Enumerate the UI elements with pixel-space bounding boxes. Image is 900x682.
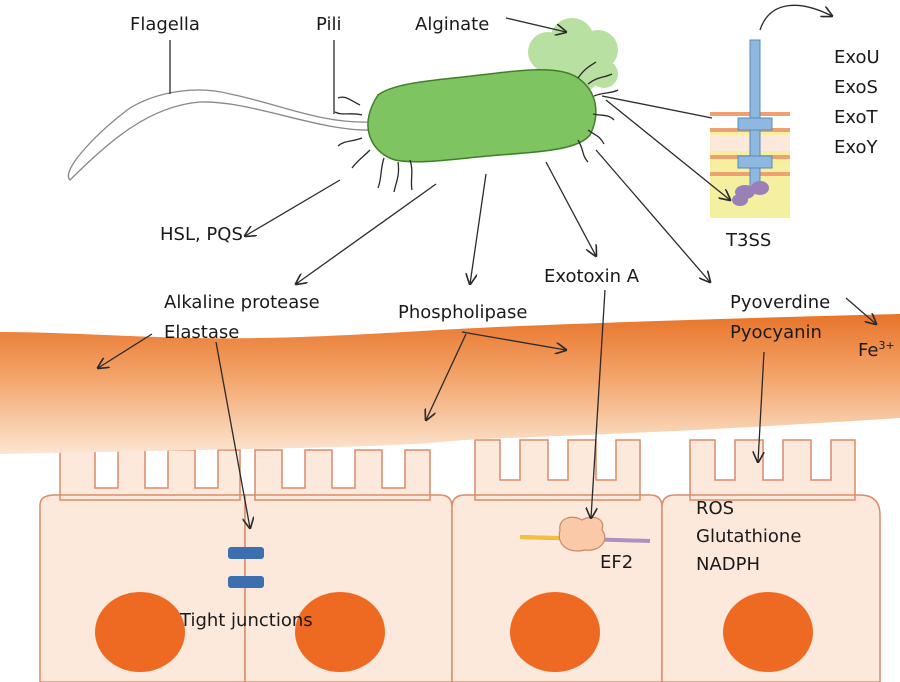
label-nadph: NADPH (696, 554, 760, 575)
nucleus (510, 592, 600, 672)
arrow-phospholipase (470, 173, 487, 284)
label-ef2: EF2 (600, 552, 633, 573)
arrow-elastase-junction (215, 341, 250, 528)
arrow-pyocyanin-cell (758, 351, 765, 462)
label-flagella: Flagella (130, 14, 200, 35)
arrow-pyoverdine (595, 149, 710, 282)
label-phospholipase: Phospholipase (398, 302, 527, 323)
t3ss-needle-complex-icon (710, 39, 790, 218)
epithelial-cell-4 (661, 439, 881, 682)
label-exou: ExoU (834, 47, 880, 68)
label-fe: Fe3+ (858, 339, 895, 361)
nucleus (723, 592, 813, 672)
arrows (98, 4, 876, 528)
label-exot: ExoT (834, 107, 878, 128)
arrow-t3ss (605, 99, 730, 200)
label-tight-junctions: Tight junctions (179, 610, 313, 631)
arrow-phospholipase-cell (426, 333, 467, 420)
label-ros: ROS (696, 498, 734, 519)
arrow-hsl-pqs (245, 179, 341, 236)
arrow-exotoxin-ef2 (591, 289, 606, 518)
arrow-t3ss-link (601, 95, 713, 119)
label-alginate: Alginate (415, 14, 489, 35)
epithelial-cells (39, 439, 881, 682)
arrow-elastase-mucus (98, 333, 153, 368)
label-hsl-pqs: HSL, PQS (160, 224, 243, 245)
epithelial-cell-3 (451, 439, 663, 682)
ef2-complex-icon (519, 516, 651, 552)
label-elastase: Elastase (164, 322, 239, 343)
bacterium-icon (334, 61, 619, 193)
label-pyoverdine: Pyoverdine (730, 292, 830, 313)
arrow-alginate (505, 17, 566, 32)
arrow-phospholipase-mucus (461, 331, 566, 350)
label-exos: ExoS (834, 77, 878, 98)
label-alkaline-protease: Alkaline protease (164, 292, 320, 313)
label-t3ss: T3SS (725, 230, 771, 251)
arrow-alkaline-protease (296, 183, 437, 284)
nucleus (295, 592, 385, 672)
flagellum (67, 89, 373, 181)
tight-junctions (228, 547, 264, 588)
labels: Flagella Pili Alginate ExoU ExoS ExoT Ex… (130, 14, 895, 631)
label-exotoxin-a: Exotoxin A (544, 266, 640, 287)
nucleus (95, 592, 185, 672)
label-glutathione: Glutathione (696, 526, 801, 547)
epithelial-cell-1 (39, 449, 246, 682)
label-pyocyanin: Pyocyanin (730, 322, 822, 343)
arrow-pyoverdine-fe (845, 297, 876, 324)
label-exoy: ExoY (834, 137, 878, 158)
mucus-layer (0, 314, 900, 454)
epithelial-cell-2 (244, 449, 453, 682)
label-pili: Pili (316, 14, 341, 35)
arrow-t3ss-export (759, 4, 832, 31)
arrow-exotoxin-a (545, 161, 596, 256)
